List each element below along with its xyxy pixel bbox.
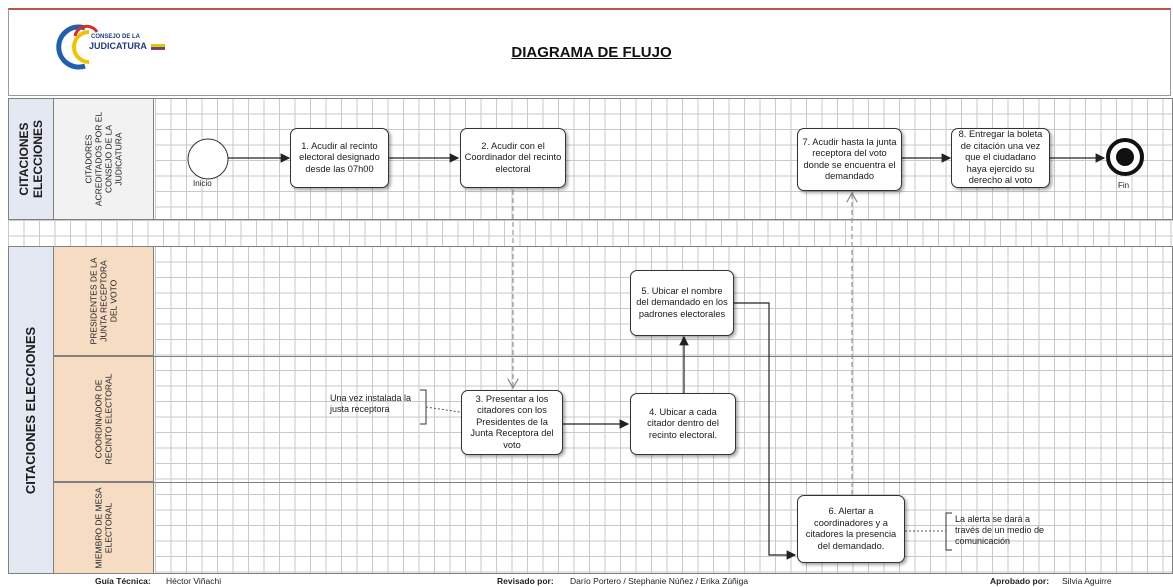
task-4: 4. Ubicar a cada citador dentro del reci… — [630, 393, 736, 455]
pool-top-label: CITACIONES ELECCIONES — [8, 98, 54, 220]
annotation-link-1 — [425, 406, 461, 413]
page-title: DIAGRAMA DE FLUJO — [511, 44, 672, 61]
flow-t5-t6 — [734, 302, 797, 560]
task-3: 3. Presentar a los citadores con los Pre… — [461, 390, 563, 455]
annotation-bracket-2 — [945, 512, 952, 551]
footer-guia-value: Héctor Viñachi — [166, 576, 222, 586]
end-event-label: Fin — [1118, 181, 1130, 190]
task-5: 5. Ubicar el nombre del demandado en los… — [630, 270, 734, 336]
lane-miembro: MIEMBRO DE MESA ELECTORAL — [54, 482, 154, 574]
footer-revisado-value: Darío Portero / Stephanie Núñez / Erika … — [570, 576, 749, 586]
annotation-1: Una vez instalada la justa receptora — [330, 393, 412, 414]
task-8: 8. Entregar la boleta de citación una ve… — [951, 128, 1050, 188]
lane-presidentes: PRESIDENTES DE LA JUNTA RECEPTORA DEL VO… — [54, 246, 154, 356]
lane-coordinador: COORDINADOR DE RECINTO ELECTORAL — [54, 356, 154, 482]
header-box — [8, 8, 1171, 96]
end-event-core — [1116, 148, 1134, 166]
logo-flag — [151, 44, 165, 50]
task-1: 1. Acudir al recinto electoral designado… — [290, 128, 389, 188]
logo-text-line2: JUDICATURA — [89, 41, 147, 51]
footer-revisado-key: Revisado por: — [497, 576, 554, 586]
logo-text-line1: CONSEJO DE LA — [91, 34, 141, 40]
logo-swoosh-icon — [56, 24, 99, 70]
gap-grid — [8, 220, 1173, 246]
task-7: 7. Acudir hasta la junta receptora del v… — [797, 128, 902, 191]
logo: CONSEJO DE LA JUDICATURA — [55, 22, 175, 70]
annotation-2: La alerta se dará a través de un medio d… — [955, 514, 1045, 546]
lane-citadores: CITADORES ACREDITADOS POR EL CONSEJO DE … — [54, 98, 154, 220]
annotation-bracket-1 — [420, 389, 427, 425]
footer: Guía Técnica: Héctor Viñachi Revisado po… — [0, 576, 1173, 587]
task-2: 2. Acudir con el Coordinador del recinto… — [460, 128, 566, 188]
start-event — [187, 138, 229, 180]
footer-guia-key: Guía Técnica: — [95, 576, 151, 586]
footer-aprobado-value: Silvia Aguirre — [1062, 576, 1112, 586]
footer-aprobado-key: Aprobado por: — [990, 576, 1050, 586]
start-event-label: Inicio — [193, 179, 212, 188]
task-6: 6. Alertar a coordinadores y a citadores… — [797, 495, 905, 563]
